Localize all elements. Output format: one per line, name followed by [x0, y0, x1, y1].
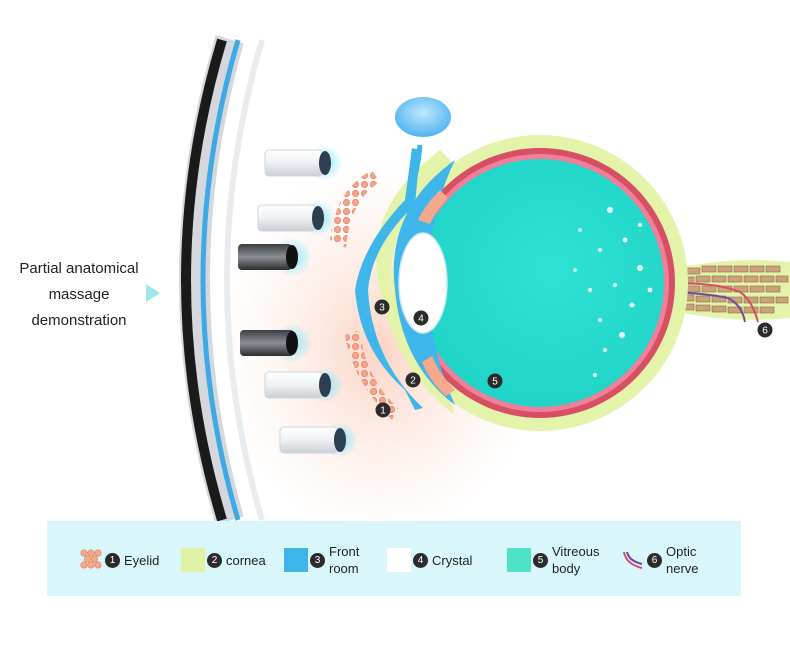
- legend-num: 5: [533, 552, 548, 568]
- legend-label: Vitreous body: [552, 543, 599, 577]
- side-label-line-2: massage: [48, 286, 110, 303]
- legend-line: Vitreous: [552, 544, 600, 559]
- legend-label: Eyelid: [124, 552, 159, 569]
- legend-num: 4: [413, 552, 428, 568]
- crystal-lens: [398, 232, 448, 334]
- legend-num: 6: [647, 552, 662, 568]
- device-ring-blue: [200, 39, 241, 521]
- side-label-line-3: demonstration: [31, 312, 127, 329]
- arrow-right-icon: [146, 284, 160, 302]
- eyeball: [392, 135, 688, 431]
- device-ring-inner: [224, 39, 265, 521]
- legend-line: Optic: [666, 544, 697, 559]
- legend-line: body: [552, 561, 581, 576]
- marker-optic-nerve: 6: [757, 322, 773, 338]
- legend-line: cornea: [226, 552, 266, 568]
- ciliary-lower: [422, 356, 455, 396]
- legend-line: Eyelid: [124, 552, 160, 568]
- legend-item-front-room: 3 Front room: [284, 543, 359, 577]
- lower-eyelid: [345, 330, 398, 420]
- front-room-band: [355, 148, 423, 410]
- legend-item-optic-nerve: 6 Optic nerve: [621, 543, 699, 577]
- marker-optic-nerve-text: 6: [762, 326, 768, 337]
- marker-cornea-text: 2: [410, 376, 416, 387]
- legend-num: 3: [310, 552, 325, 568]
- marker-eyelid-text: 1: [380, 406, 386, 417]
- legend-label: Crystal: [432, 552, 472, 569]
- side-label-line-1: Partial anatomical: [19, 260, 139, 277]
- marker-crystal-text: 4: [418, 314, 424, 325]
- front-room-swatch: [284, 548, 308, 572]
- vitreous-swatch: [507, 548, 531, 572]
- legend: 1 Eyelid 2 cornea 3 Front room 4 Crystal…: [47, 521, 741, 596]
- legend-num: 1: [105, 552, 120, 568]
- marker-crystal: 4: [413, 310, 429, 326]
- legend-line: room: [329, 561, 359, 576]
- device-ring-white: [210, 38, 259, 522]
- device-ring-outer: [179, 35, 249, 525]
- eyelid-swatch-icon: [80, 549, 102, 569]
- legend-item-vitreous: 5 Vitreous body: [507, 543, 599, 577]
- lacrimal-gland: [395, 97, 451, 137]
- legend-label: Front room: [329, 543, 359, 577]
- legend-num: 2: [207, 552, 222, 568]
- ciliary-upper: [418, 190, 448, 224]
- cornea-swatch: [181, 548, 205, 572]
- legend-line: nerve: [666, 561, 699, 576]
- marker-vitreous: 5: [487, 373, 503, 389]
- optic-nerve-swatch-icon: [623, 551, 643, 569]
- marker-front-room-text: 3: [379, 303, 385, 314]
- massage-rods: [238, 145, 358, 458]
- marker-front-room: 3: [374, 299, 390, 315]
- upper-eyelid: [330, 170, 380, 248]
- legend-line: Front: [329, 544, 360, 559]
- device-ring-dark: [181, 38, 227, 522]
- side-label: Partial anatomical massage demonstration: [4, 256, 154, 334]
- legend-item-cornea: 2 cornea: [181, 543, 266, 577]
- marker-vitreous-text: 5: [492, 377, 498, 388]
- crystal-swatch: [387, 548, 411, 572]
- marker-eyelid: 1: [375, 402, 391, 418]
- legend-label: cornea: [226, 552, 266, 569]
- legend-label: Optic nerve: [666, 543, 699, 577]
- legend-item-crystal: 4 Crystal: [387, 543, 472, 577]
- legend-item-eyelid: 1 Eyelid: [79, 543, 159, 577]
- lacrimal-duct: [407, 144, 423, 196]
- marker-cornea: 2: [405, 372, 421, 388]
- legend-line: Crystal: [432, 552, 473, 568]
